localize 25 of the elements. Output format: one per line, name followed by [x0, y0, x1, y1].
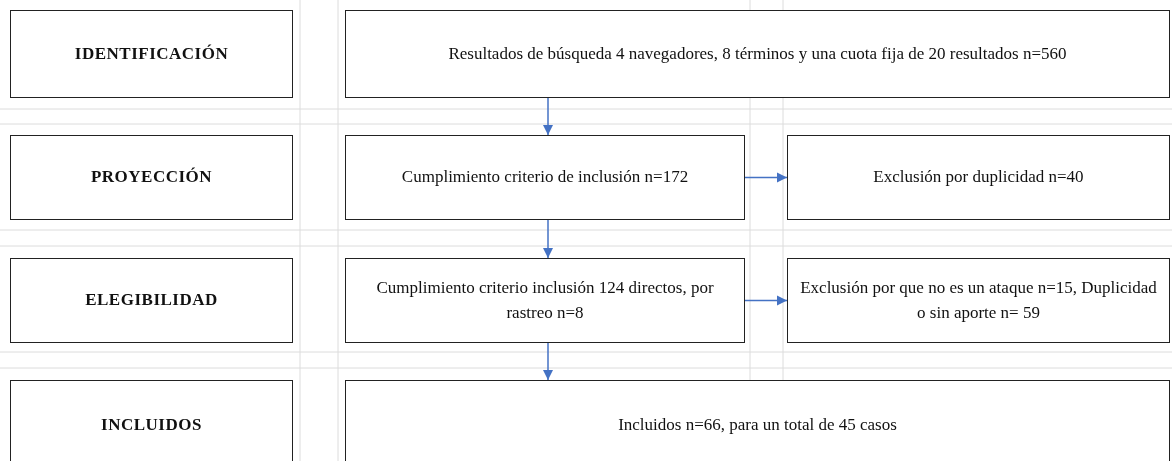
box-text: Exclusión por que no es un ataque n=15, Duplicidad o sin aporte n= 59 — [799, 276, 1158, 324]
box-text: Cumplimiento criterio inclusión 124 directos, por rastreo n=8 — [375, 276, 715, 324]
process-box — [345, 258, 745, 343]
box-text: Cumplimiento criterio de inclusión n=172 — [401, 166, 689, 189]
stage-box — [10, 258, 293, 343]
stage-box — [10, 10, 293, 98]
process-box — [787, 258, 1170, 343]
process-box — [345, 380, 1170, 461]
process-box — [345, 10, 1170, 98]
arrow — [744, 172, 788, 183]
arrow — [744, 295, 788, 306]
process-box — [345, 135, 745, 220]
arrow — [542, 97, 554, 136]
box-text: Resultados de búsqueda 4 navegadores, 8 términos y una cuota fija de 20 resultados n=560 — [448, 42, 1067, 65]
arrow — [542, 219, 554, 259]
box-text: Exclusión por duplicidad n=40 — [873, 166, 1084, 189]
process-box — [787, 135, 1170, 220]
stage-label: PROYECCIÓN — [90, 166, 213, 189]
stage-label: INCLUIDOS — [101, 413, 202, 436]
box-text: Incluidos n=66, para un total de 45 casos — [618, 413, 897, 436]
stage-box — [10, 380, 293, 461]
stage-box — [10, 135, 293, 220]
stage-label: ELEGIBILIDAD — [85, 289, 218, 312]
arrow — [542, 342, 554, 381]
stage-label: IDENTIFICACIÓN — [74, 42, 229, 65]
